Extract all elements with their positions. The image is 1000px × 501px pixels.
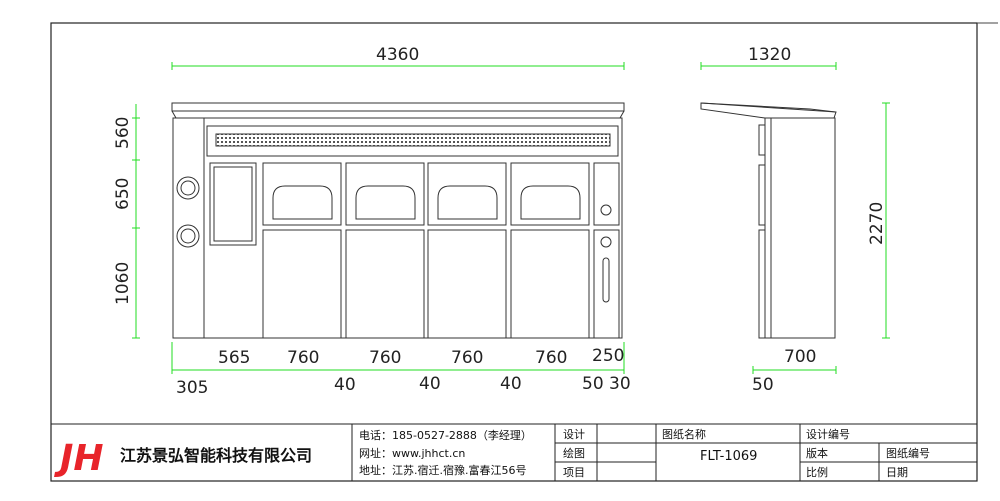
right-button [600,204,612,216]
design-no-label: 设计编号 [806,427,850,441]
bin-opening-3 [437,185,498,220]
drawing-name-label: 图纸名称 [662,427,706,441]
project-label: 项目 [563,466,585,479]
contact-address: 地址：江苏.宿迁.宿豫.富春江56号 [359,463,527,477]
company-name: 江苏景弘智能科技有限公司 [120,446,312,465]
screen-panel [209,162,257,246]
bottom-gap-2: 40 [334,375,356,395]
bin-upper-3 [427,162,507,226]
bottom-width-2: 760 [287,348,319,368]
bottom-gap-3: 40 [419,374,441,394]
height-label-3: 1060 [113,262,133,305]
side-dimensions [700,62,890,374]
bottom-gap-6: 30 [609,374,631,394]
front-dimension-labels: 4360 560 650 1060 565 760 760 760 760 25… [113,45,631,398]
bin-door-3 [427,229,507,339]
right-lower-panel [593,229,620,339]
bin-door-2 [345,229,425,339]
front-canopy [171,102,625,112]
contact-phone: 电话：185-0527-2888（李经理） [359,428,532,442]
right-lock [600,236,612,248]
bottom-width-6: 250 [592,346,624,366]
side-body [764,117,836,339]
side-view [700,102,837,339]
contact-website: 网址：www.jhhct.cn [359,446,465,460]
side-top-width: 1320 [748,45,791,65]
title-block [51,423,977,481]
date-label: 日期 [886,466,908,479]
logo-mark: JH [54,438,104,479]
version-label: 版本 [806,446,828,460]
bin-opening-2 [355,185,416,220]
sheet-border [50,22,978,482]
bottom-width-3: 760 [369,348,401,368]
speaker-bottom [176,224,200,248]
draw-label: 绘图 [563,446,585,460]
drawing-name-value: FLT-1069 [700,449,757,464]
bottom-width-5: 760 [535,348,567,368]
bin-upper-2 [345,162,425,226]
bin-opening-1 [272,185,333,220]
led-display-grille [215,133,611,147]
front-view [171,102,625,339]
side-total-height: 2270 [867,202,887,245]
overall-width-label: 4360 [376,45,419,65]
bottom-gap-4: 40 [500,374,522,394]
height-label-2: 650 [113,178,133,210]
bin-upper-4 [510,162,590,226]
bin-door-4 [510,229,590,339]
right-handle [602,257,610,303]
drawing-no-label: 图纸编号 [886,446,930,460]
company-logo: JH [54,438,104,479]
side-dimension-labels: 1320 2270 700 50 [748,45,887,395]
bottom-gap-5: 50 [582,374,604,394]
scale-label: 比例 [806,465,828,479]
led-display-frame [206,125,619,157]
height-label-1: 560 [113,117,133,149]
side-base-width: 700 [784,347,816,367]
bottom-width-1: 565 [218,348,250,368]
speaker-top [176,176,200,200]
bin-opening-4 [520,185,581,220]
bin-door-1 [262,229,342,339]
bin-upper-1 [262,162,342,226]
bottom-width-4: 760 [451,348,483,368]
front-body [172,117,623,339]
bottom-gap-1: 305 [176,378,208,398]
side-offset: 50 [752,375,774,395]
design-label: 设计 [563,428,585,441]
front-dimensions [132,62,625,374]
right-upper-panel [593,162,620,226]
